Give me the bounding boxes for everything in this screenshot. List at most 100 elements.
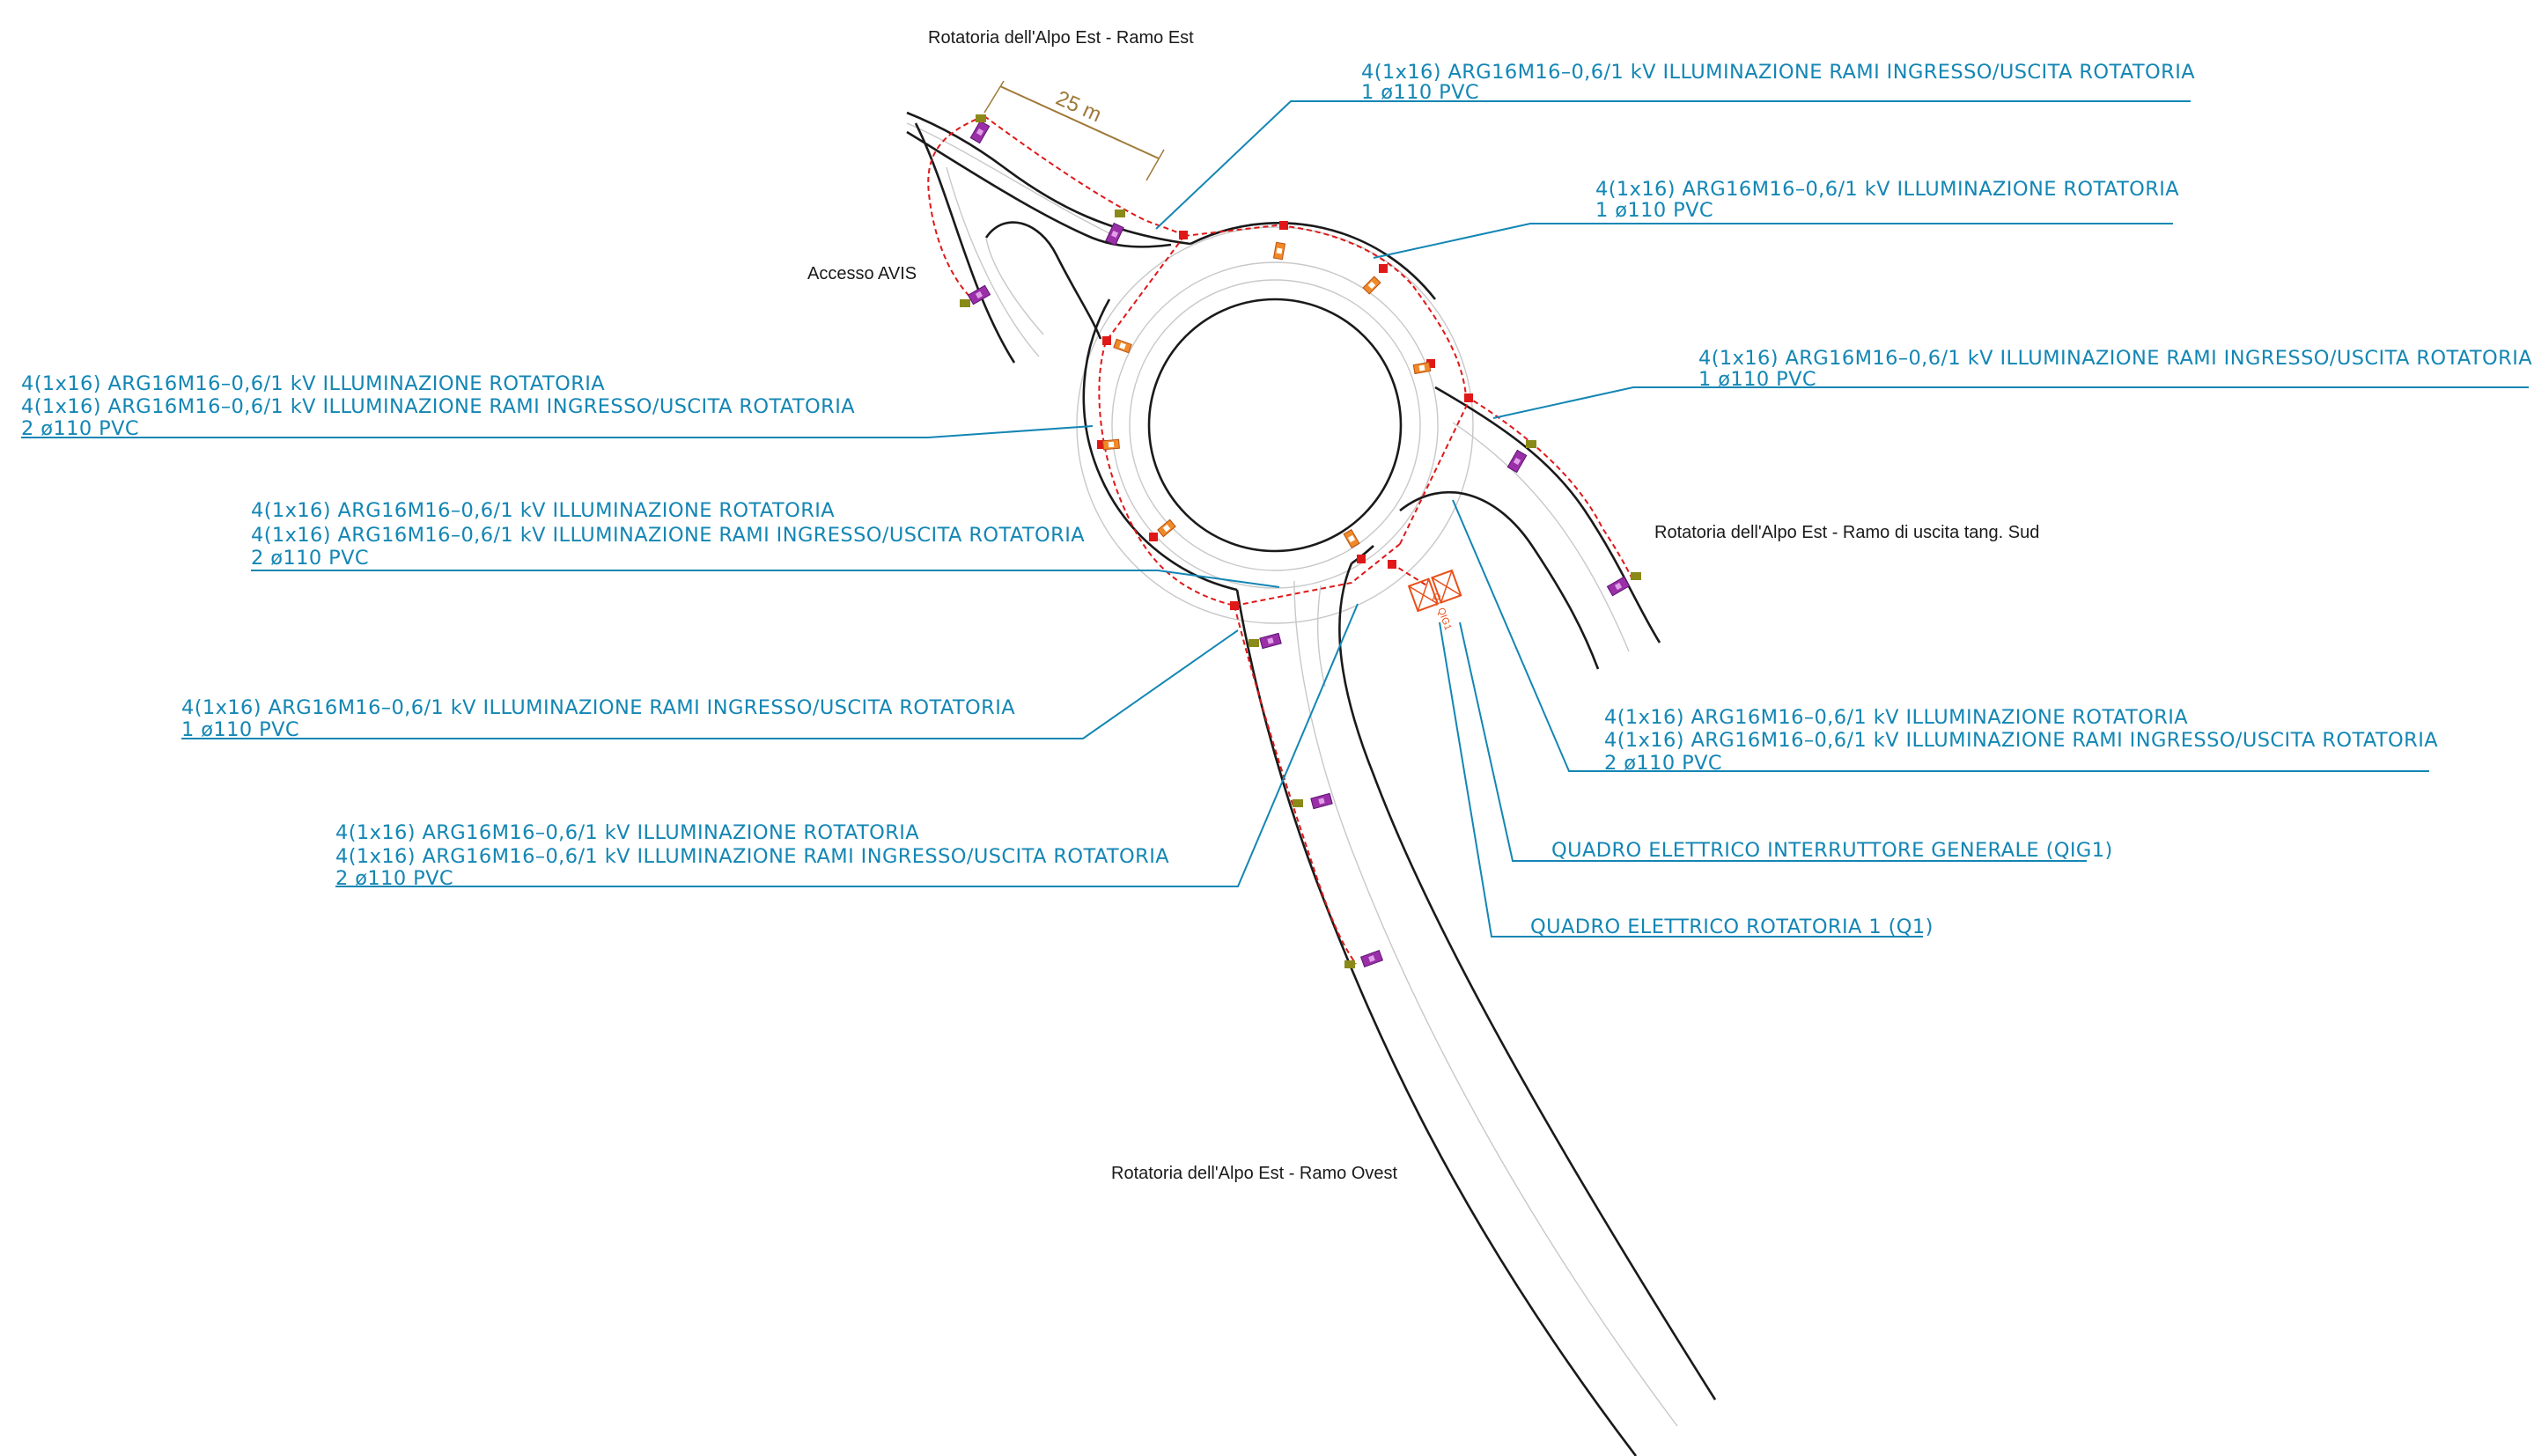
branch-lamp (969, 120, 991, 144)
cable-sud-chord (1399, 401, 1470, 545)
junction-box (1179, 231, 1188, 239)
cable-to-panel (1390, 563, 1429, 587)
roundabout-lamp (1102, 438, 1120, 451)
avis-lane (946, 166, 1040, 357)
leader-c6 (181, 629, 1239, 739)
leader-c8 (1452, 499, 2429, 772)
callout-c10-line1: QUADRO ELETTRICO ROTATORIA 1 (Q1) (1530, 916, 1934, 938)
lamp-base (1631, 572, 1641, 580)
callout-c6-line1: 4(1x16) ARG16M16–0,6/1 kV ILLUMINAZIONE … (181, 696, 1015, 719)
lamp-base (1249, 639, 1259, 647)
roundabout-lamp (1157, 518, 1176, 538)
cable-ring-south (1234, 543, 1401, 607)
callout-c4-line1: 4(1x16) ARG16M16–0,6/1 kV ILLUMINAZIONE … (21, 372, 605, 395)
callout-c3-line2: 1 ø110 PVC (1698, 368, 1816, 391)
cable-routes (927, 115, 1634, 965)
roundabout-edge-north (1190, 222, 1437, 300)
ramo-est-lane (906, 122, 1110, 234)
junction-box (1097, 440, 1106, 449)
callout-c2-line2: 1 ø110 PVC (1595, 199, 1713, 222)
roundabout-edge-west (1082, 298, 1238, 592)
branch-lamp (1310, 792, 1333, 810)
dimension-label: 25 m (1052, 86, 1105, 127)
cable-ring-west (1098, 235, 1235, 607)
junction-box (1388, 560, 1396, 569)
ramo-ovest-east-edge (1338, 563, 1717, 1401)
junction-box (1464, 393, 1473, 402)
leader-c2 (1373, 223, 2173, 259)
lamp-base (976, 114, 986, 122)
cable-ring-east (1412, 285, 1467, 397)
leader-c3 (1492, 386, 2529, 419)
leader-c10 (1439, 621, 1923, 938)
junction-boxes (1097, 221, 1473, 610)
lamp-base (960, 299, 970, 307)
branch-lamp (1105, 222, 1124, 246)
branch-lamp (967, 284, 991, 305)
lamp-base (1293, 799, 1303, 807)
junction-box (1230, 601, 1239, 610)
callout-c1-line1: 4(1x16) ARG16M16–0,6/1 kV ILLUMINAZIONE … (1361, 61, 2195, 84)
ramo-ovest-west-edge (1235, 589, 1638, 1456)
avis-island (985, 237, 1044, 335)
roundabout-outer-edge (1076, 226, 1474, 624)
avis-inner-edge (984, 221, 1102, 340)
ramo-ovest-splitter (1317, 585, 1326, 688)
callout-c7-line2: 4(1x16) ARG16M16–0,6/1 kV ILLUMINAZIONE … (335, 845, 1169, 868)
ramo-est-outer-edge (906, 111, 1191, 246)
roundabout-apron (1129, 279, 1421, 571)
junction-box (1379, 264, 1388, 273)
junction-box (1102, 336, 1111, 345)
lamp-base (1526, 440, 1536, 448)
roundabout-lamp (1412, 361, 1432, 375)
branch-lamp (1506, 449, 1528, 474)
label-ramo-ovest: Rotatoria dell'Alpo Est - Ramo Ovest (1111, 1164, 1398, 1183)
callout-c6-line2: 1 ø110 PVC (181, 718, 299, 741)
dimension-line (999, 85, 1160, 159)
leader-c7 (335, 603, 1359, 887)
junction-box (1149, 533, 1158, 541)
cable-ramo-est-top (983, 115, 1185, 237)
callout-c4-line3: 2 ø110 PVC (21, 417, 139, 440)
callout-c7-line3: 2 ø110 PVC (335, 867, 453, 890)
leader-c5 (251, 570, 1280, 588)
callout-leaders (21, 100, 2529, 938)
panel-q1 (1407, 577, 1440, 613)
roundabout-lamp (1362, 276, 1381, 295)
cable-ramo-est (927, 115, 985, 305)
leader-c4 (21, 425, 1094, 438)
cable-ramo-ovest (1234, 605, 1357, 965)
callout-c5-line2: 4(1x16) ARG16M16–0,6/1 kV ILLUMINAZIONE … (251, 524, 1085, 547)
leader-c9 (1459, 621, 2087, 862)
label-ramo-sud: Rotatoria dell'Alpo Est - Ramo di uscita… (1654, 523, 2039, 542)
junction-box (1279, 221, 1288, 230)
cable-ramo-sud (1465, 395, 1634, 582)
roundabout-lane-line (1111, 261, 1439, 589)
panel-tag: Q1 QIG1 (1430, 592, 1453, 631)
callout-c4-line2: 4(1x16) ARG16M16–0,6/1 kV ILLUMINAZIONE … (21, 395, 855, 418)
callout-c7-line1: 4(1x16) ARG16M16–0,6/1 kV ILLUMINAZIONE … (335, 821, 919, 844)
dimension-25m: 25 m (983, 80, 1165, 181)
ramo-est-inner-edge (906, 130, 1172, 248)
branch-lamp (1359, 949, 1384, 968)
label-ramo-est: Rotatoria dell'Alpo Est - Ramo Est (928, 28, 1194, 48)
callout-texts: 4(1x16) ARG16M16–0,6/1 kV ILLUMINAZIONE … (21, 61, 2532, 938)
cable-ring-north (1183, 224, 1414, 287)
junction-box (1357, 555, 1366, 563)
lamp-base (1115, 210, 1125, 217)
branch-lamp (1606, 576, 1631, 597)
roundabout-lamps (1102, 241, 1432, 548)
central-island (1147, 298, 1403, 553)
callout-c5-line3: 2 ø110 PVC (251, 547, 369, 570)
callout-c9-line1: QUADRO ELETTRICO INTERRUTTORE GENERALE (… (1551, 839, 2113, 862)
callout-c8-line2: 4(1x16) ARG16M16–0,6/1 kV ILLUMINAZIONE … (1604, 729, 2438, 752)
roundabout-lamp (1113, 338, 1132, 354)
branch-lamps (960, 114, 1641, 968)
junction-box (1426, 359, 1435, 368)
road-geometry (906, 111, 1717, 1456)
roundabout-lamp (1272, 241, 1286, 261)
callout-c8-line3: 2 ø110 PVC (1604, 752, 1722, 775)
ramo-sud-inner-edge (1399, 490, 1600, 670)
callout-c5-line1: 4(1x16) ARG16M16–0,6/1 kV ILLUMINAZIONE … (251, 499, 835, 522)
